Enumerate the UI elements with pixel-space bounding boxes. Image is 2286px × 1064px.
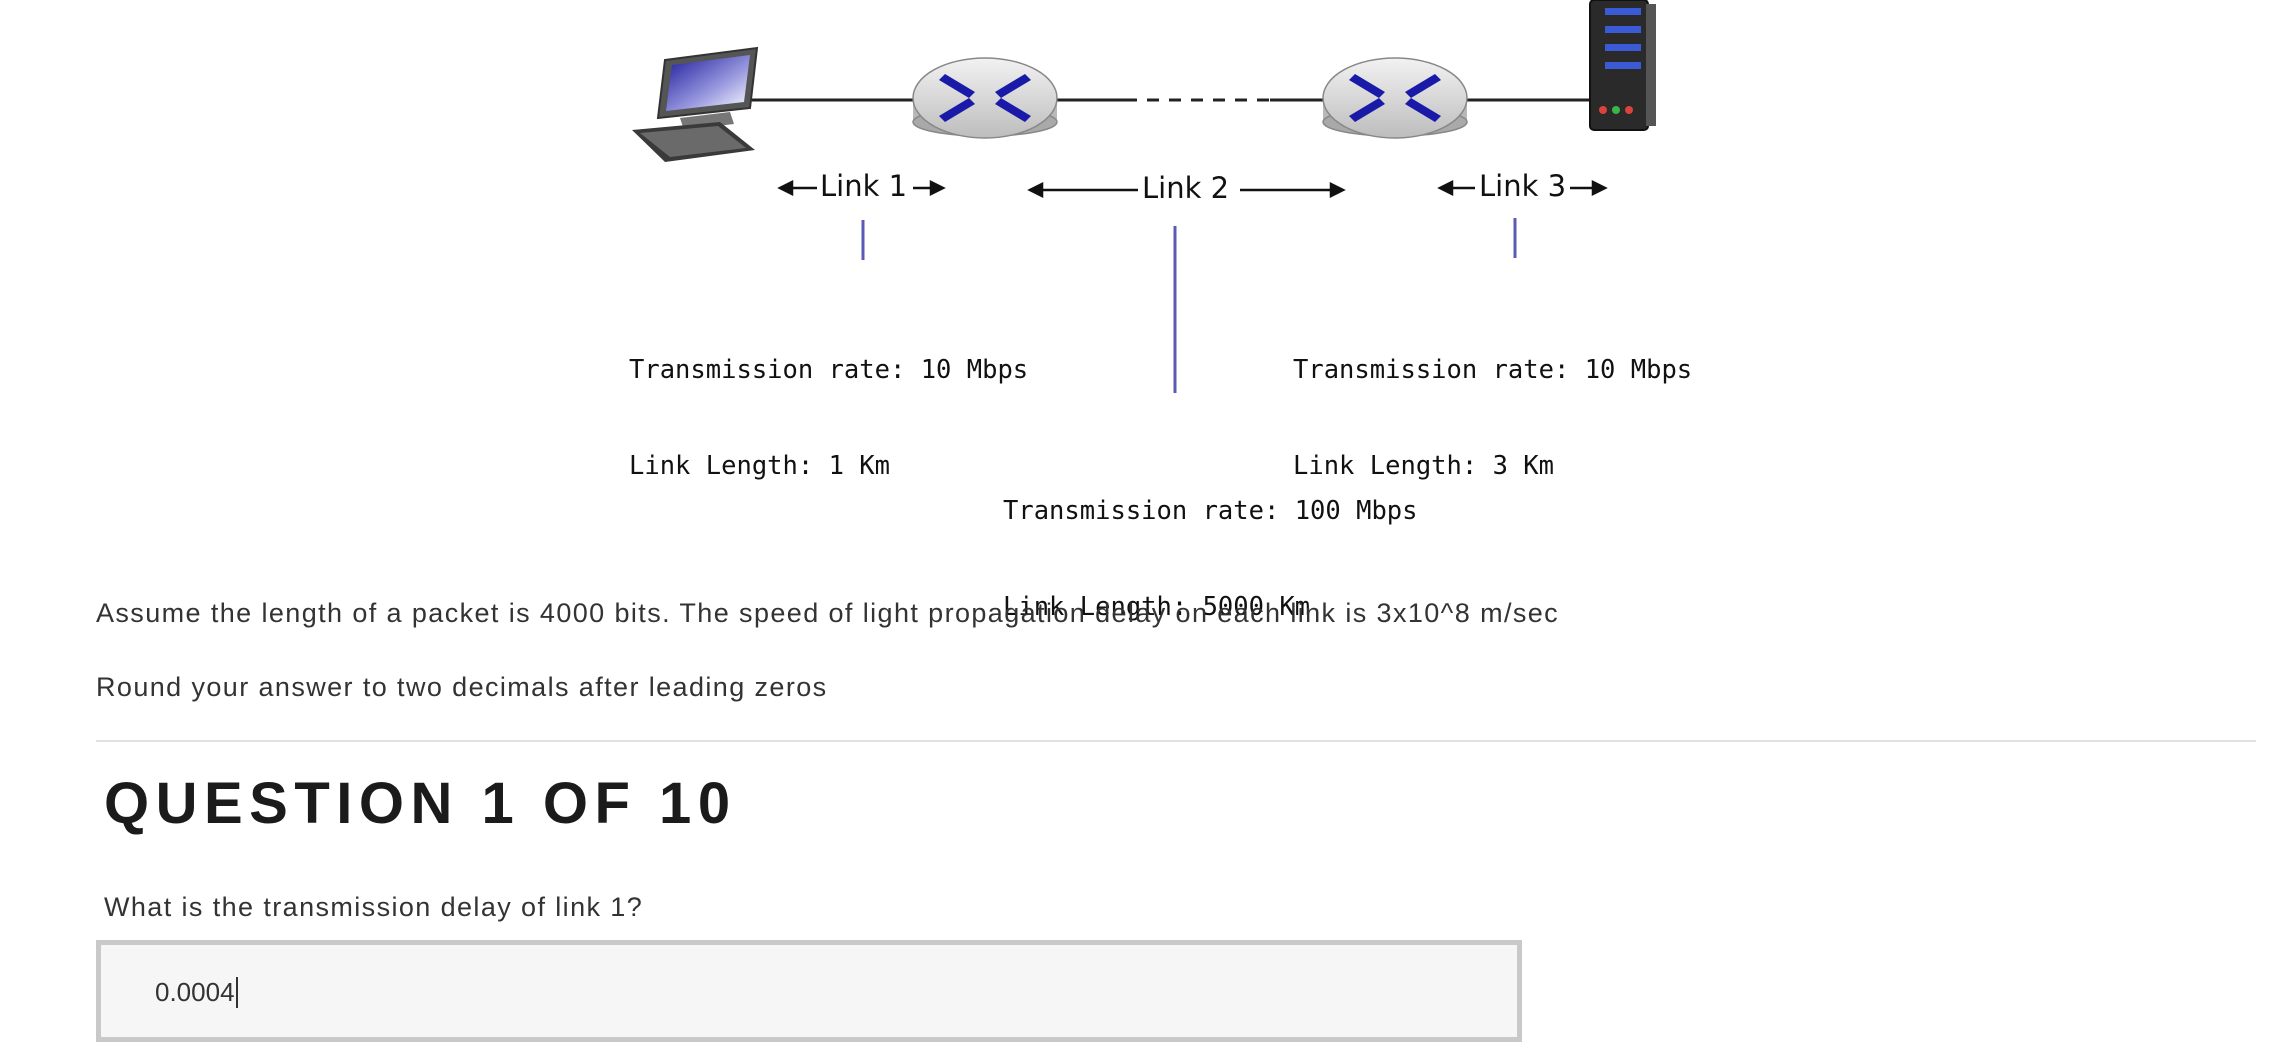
answer-input-value[interactable]: 0.0004 [155,977,238,1008]
router-1-icon [912,57,1058,139]
router-2-icon [1322,57,1468,139]
section-divider [96,740,2256,742]
link-3-label: Link 3 [1479,169,1567,203]
link-1-info: Transmission rate: 10 Mbps Link Length: … [629,290,1028,546]
question-prompt: What is the transmission delay of link 1… [104,892,644,922]
diagram-graphic [632,0,1656,393]
question-heading: QUESTION 1 OF 10 [104,771,737,836]
link-1-label: Link 1 [820,169,908,203]
link-1-rate: Transmission rate: 10 Mbps [629,355,1029,385]
link-2-label: Link 2 [1142,171,1230,205]
answer-input[interactable]: 0.0004 [96,940,1522,1042]
link-2-rate: Transmission rate: 100 Mbps [1003,496,1418,526]
computer-icon [632,46,759,162]
link-3-length: Link Length: 3 Km [1293,451,1554,481]
callout-lines [861,218,1517,393]
server-icon [1589,0,1656,131]
link-2-info: Transmission rate: 100 Mbps Link Length:… [1003,431,1418,687]
link-3-rate: Transmission rate: 10 Mbps [1293,355,1693,385]
link-2-length: Link Length: 5000 Km [1003,592,1311,622]
link-arrows [777,179,1608,199]
link-1-length: Link Length: 1 Km [629,451,890,481]
network-diagram: Link 1 Link 2 Link 3 Transmission rate: … [620,0,1720,622]
rounding-instruction: Round your answer to two decimals after … [96,672,828,702]
assumption-text: Assume the length of a packet is 4000 bi… [96,598,1560,628]
link-3-info: Transmission rate: 10 Mbps Link Length: … [1293,290,1692,546]
